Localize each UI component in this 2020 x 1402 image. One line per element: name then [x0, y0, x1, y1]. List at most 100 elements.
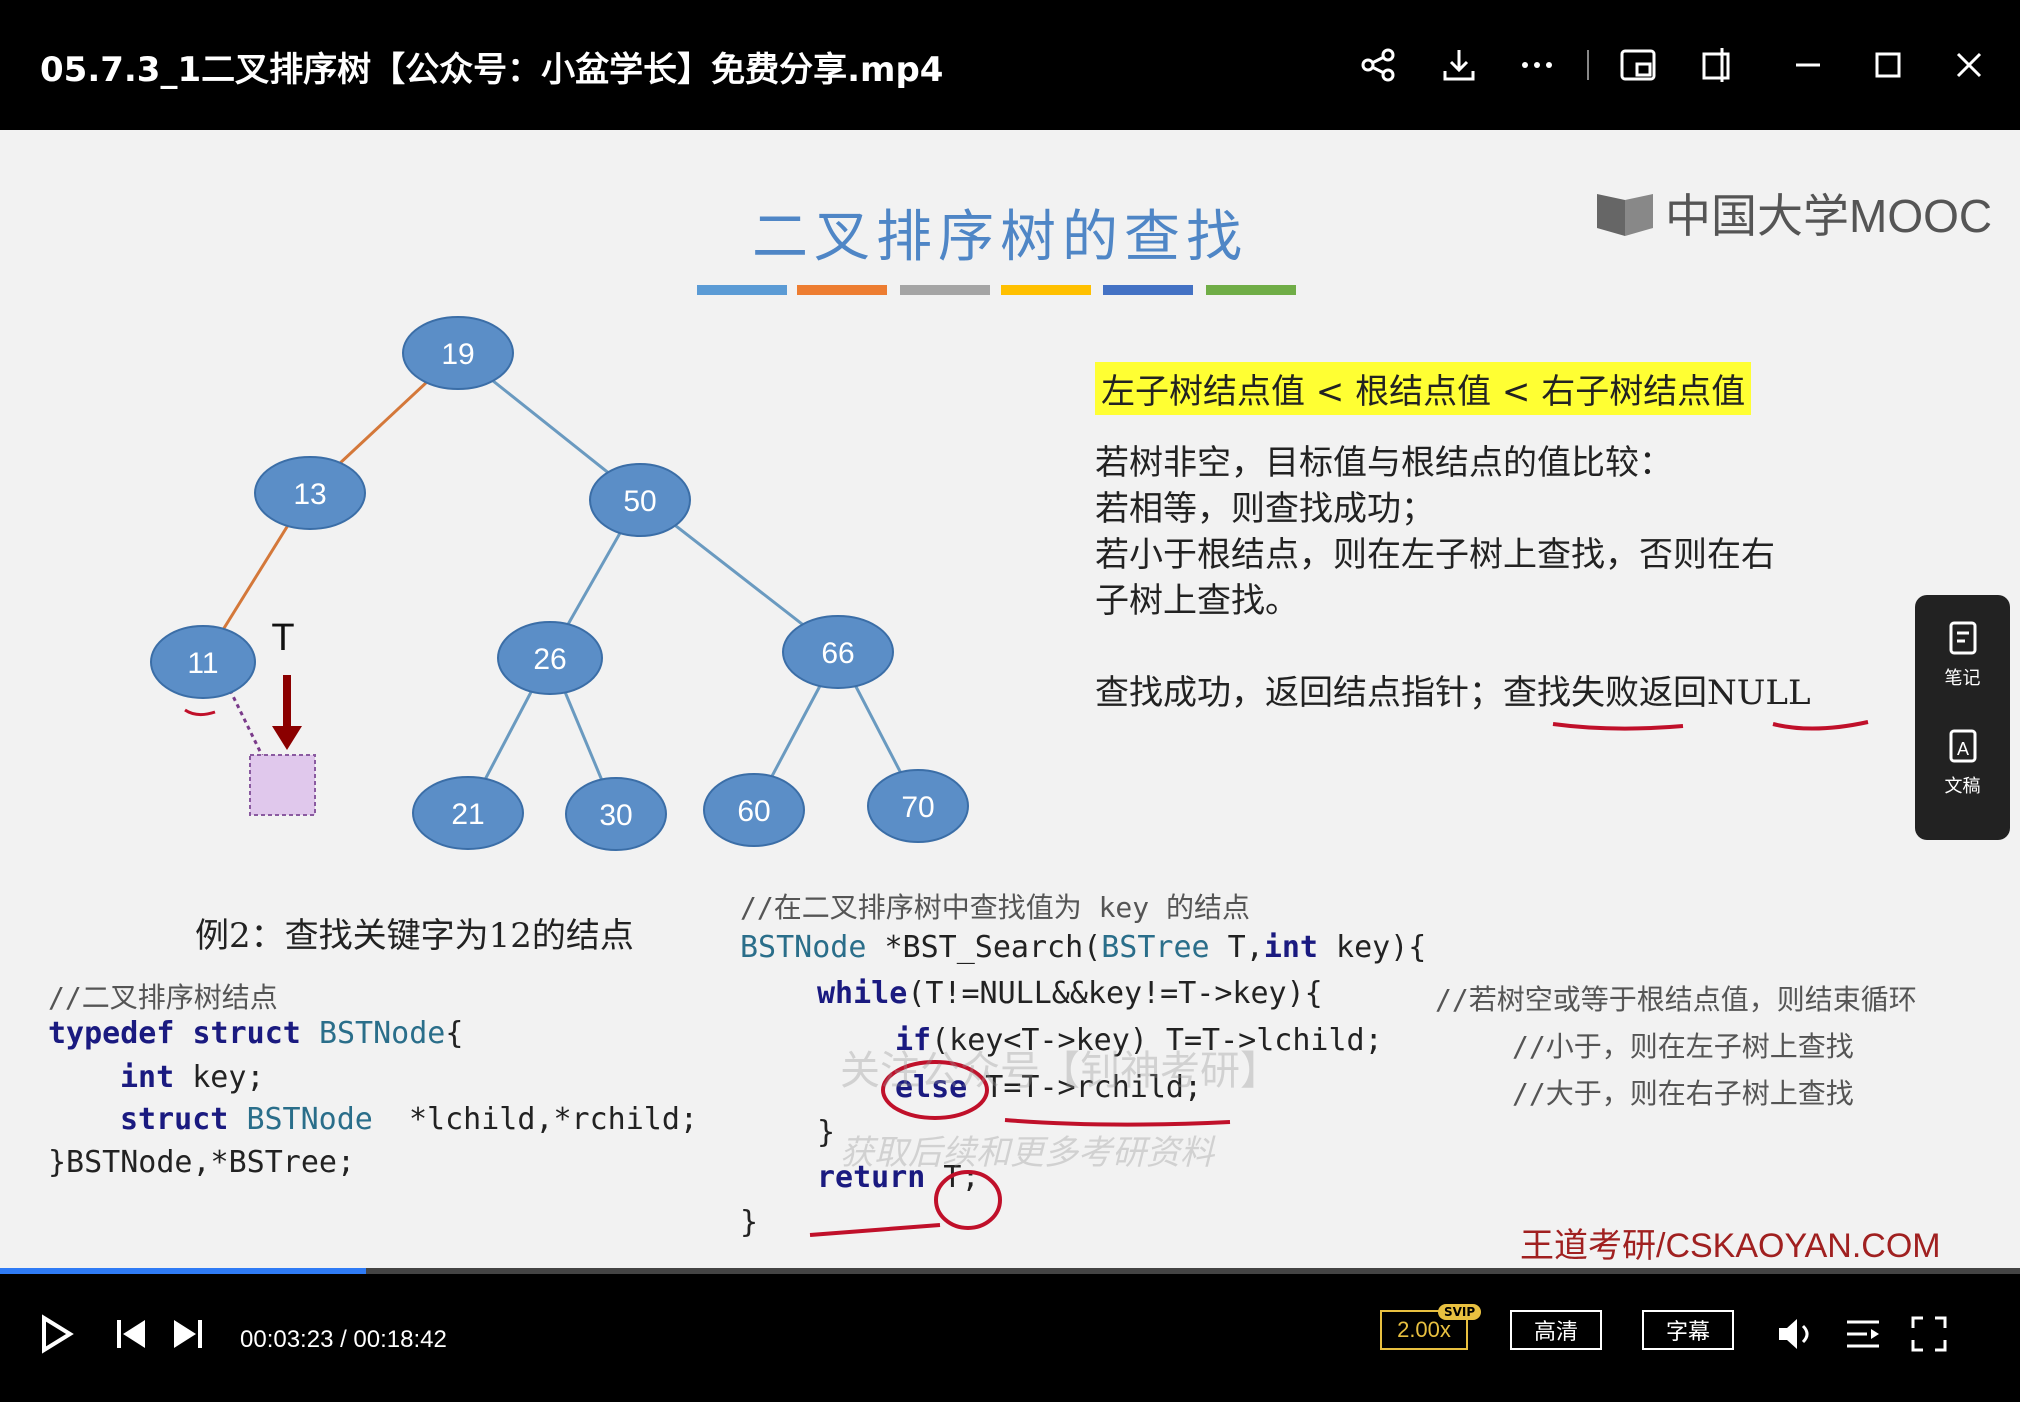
- mooc-logo: 中国大学MOOC: [1595, 180, 1992, 246]
- mooc-logo-icon: [1597, 194, 1653, 236]
- tree-node-19: 19: [402, 316, 514, 390]
- progress-bar[interactable]: [0, 1268, 2020, 1274]
- close-icon[interactable]: [1944, 40, 1994, 90]
- fullscreen-button[interactable]: [1911, 1316, 1947, 1356]
- minimize-icon[interactable]: [1783, 40, 1833, 90]
- code-keyword: return: [817, 1160, 926, 1195]
- desc-line: 子树上查找。: [1095, 581, 1299, 621]
- color-bar: [1103, 285, 1193, 295]
- code-line: struct BSTNode *lchild,*rchild;: [120, 1102, 698, 1137]
- more-icon[interactable]: [1512, 40, 1562, 90]
- transcript-icon: A: [1949, 729, 1976, 763]
- previous-button[interactable]: [115, 1318, 149, 1354]
- watermark-line: 获取后续和更多考研资料: [840, 1133, 1214, 1173]
- color-bar: [697, 285, 787, 295]
- code-comment: //若树空或等于根结点值，则结束循环: [1435, 983, 1917, 1016]
- node-label: 60: [737, 795, 770, 828]
- desc-line: 若小于根结点，则在左子树上查找，否则在右: [1095, 535, 1775, 575]
- tree-edges: [201, 351, 920, 815]
- tree-node-11: 11: [150, 625, 256, 699]
- next-icon: [174, 1320, 202, 1348]
- search-result-text: 查找成功，返回结点指针；查找失败返回NULL: [1095, 673, 1811, 713]
- code-line: if(key<T->key) T=T->lchild;: [895, 1023, 1383, 1058]
- quality-button[interactable]: 高清: [1510, 1310, 1602, 1350]
- watermark-line: 关注公众号【钊神考研】: [840, 1048, 1280, 1094]
- svg-text:A: A: [1956, 739, 1968, 759]
- pointer-t: T: [271, 617, 302, 750]
- color-bar: [1001, 285, 1091, 295]
- color-bar: [797, 285, 887, 295]
- volume-button[interactable]: [1775, 1314, 1817, 1358]
- code-keyword: struct: [120, 1102, 229, 1137]
- code-comment: //小于，则在左子树上查找: [1512, 1030, 1854, 1063]
- video-frame[interactable]: 二叉排序树的查找 中国大学MOOC 19: [0, 130, 2020, 1270]
- code-line: }BSTNode,*BSTree;: [48, 1145, 356, 1180]
- play-button[interactable]: [40, 1314, 74, 1358]
- code-keyword: typedef struct: [48, 1016, 301, 1051]
- code-line: int key;: [120, 1060, 265, 1095]
- download-icon[interactable]: [1434, 40, 1484, 90]
- time-display: 00:03:23 / 00:18:42: [240, 1326, 447, 1353]
- share-icon[interactable]: [1353, 40, 1403, 90]
- mooc-logo-text: 中国大学MOOC: [1665, 190, 1993, 242]
- code-text: *lchild,*rchild;: [372, 1102, 698, 1137]
- code-line: }: [740, 1205, 759, 1240]
- progress-fill: [0, 1268, 366, 1274]
- code-annotations: [809, 1060, 1231, 1237]
- code-line: BSTNode *BST_Search(BSTree T,int key){: [740, 930, 1426, 965]
- transcript-button[interactable]: A 文稿: [1915, 727, 2010, 798]
- subtitle-button[interactable]: 字幕: [1642, 1310, 1734, 1350]
- playlist-icon: [1847, 1320, 1879, 1348]
- desc-line: 若树非空，目标值与根结点的值比较：: [1095, 443, 1673, 483]
- site-label: 王道考研/CSKAOYAN.COM: [1520, 1227, 1941, 1265]
- pin-window-icon[interactable]: [1692, 40, 1742, 90]
- tree-node-60: 60: [703, 773, 805, 847]
- color-bar: [1206, 285, 1296, 295]
- notes-button[interactable]: 笔记: [1915, 619, 2010, 690]
- picture-in-picture-icon[interactable]: [1613, 40, 1663, 90]
- color-bar: [900, 285, 990, 295]
- fullscreen-icon: [1911, 1316, 1947, 1352]
- example-text: 例2：查找关键字为12的结点: [195, 916, 634, 956]
- code-comment-search: //在二叉排序树中查找值为 key 的结点: [740, 891, 1251, 924]
- node-label: 70: [901, 791, 934, 824]
- code-type: BSTNode: [318, 1016, 446, 1051]
- tree-node-50: 50: [589, 463, 691, 537]
- svip-badge: SVIP: [1438, 1304, 1482, 1320]
- tree-node-30: 30: [565, 777, 667, 851]
- node-label: 19: [441, 338, 474, 371]
- code-comment-node: //二叉排序树结点: [48, 981, 278, 1014]
- play-icon: [42, 1314, 74, 1354]
- node-label: 13: [293, 478, 326, 511]
- code-text: (T!=NULL&&key!=T->key){: [907, 976, 1323, 1011]
- code-type: BSTNode: [740, 930, 867, 965]
- tree-node-13: 13: [254, 456, 366, 530]
- code-line: else T=T->rchild;: [895, 1070, 1202, 1105]
- node-label: 21: [451, 798, 484, 831]
- code-text: key){: [1318, 930, 1427, 965]
- toolbar-divider: [1587, 50, 1589, 80]
- search-description: 若树非空，目标值与根结点的值比较： 若相等，则查找成功； 若小于根结点，则在左子…: [1095, 440, 1855, 624]
- slide-title: 二叉排序树的查找: [752, 205, 1248, 270]
- code-text: {: [445, 1016, 464, 1051]
- code-keyword: int: [1263, 930, 1318, 965]
- code-text: *BST_Search(: [866, 930, 1102, 965]
- code-text: (key<T->key) T=T->lchild;: [931, 1023, 1383, 1058]
- node-label: 26: [533, 643, 566, 676]
- maximize-icon[interactable]: [1863, 40, 1913, 90]
- code-text: T,: [1209, 930, 1264, 965]
- code-text: T=T->rchild;: [967, 1070, 1203, 1105]
- next-button[interactable]: [170, 1318, 204, 1354]
- bst-rule: 左子树结点值 < 根结点值 < 右子树结点值: [1095, 362, 1752, 415]
- node-label: 30: [599, 799, 632, 832]
- playlist-button[interactable]: [1845, 1316, 1881, 1356]
- tree-node-66: 66: [782, 615, 894, 689]
- node-label: 11: [187, 647, 218, 680]
- transcript-label: 文稿: [1944, 776, 1981, 797]
- speed-button[interactable]: 2.00x: [1380, 1310, 1468, 1350]
- desc-line: 若相等，则查找成功；: [1095, 489, 1435, 529]
- annotation-mark: [184, 708, 216, 717]
- underline-annotation: [1552, 720, 1869, 731]
- title-bar: 05.7.3_1二叉排序树【公众号：小盆学长】免费分享.mp4: [0, 0, 2020, 130]
- volume-icon: [1779, 1319, 1809, 1349]
